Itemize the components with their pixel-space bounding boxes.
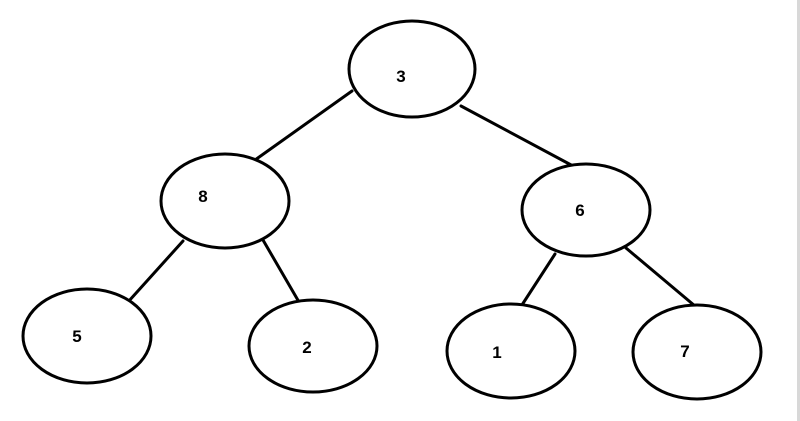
node-label: 3: [396, 67, 405, 86]
tree-node-1: 1: [445, 302, 577, 400]
tree-node-8: 8: [159, 152, 291, 250]
tree-node-7: 7: [631, 303, 763, 401]
edge-6-to-1: [518, 252, 557, 310]
edge-8-to-2: [261, 238, 301, 304]
node-label: 8: [198, 187, 207, 206]
tree-node-2: 2: [247, 298, 379, 394]
node-ellipse: [347, 19, 477, 119]
node-label: 7: [680, 342, 689, 361]
node-ellipse: [21, 287, 153, 385]
edge-3-to-8: [253, 89, 354, 162]
tree-node-3: 3: [347, 19, 477, 119]
edge-6-to-7: [624, 246, 697, 308]
node-ellipse: [520, 162, 652, 258]
window-edge: [797, 0, 800, 421]
node-ellipse: [247, 298, 379, 394]
node-ellipse: [631, 303, 763, 401]
node-label: 5: [72, 327, 81, 346]
tree-node-5: 5: [21, 287, 153, 385]
edge-8-to-5: [126, 239, 185, 304]
edge-3-to-6: [459, 104, 590, 176]
node-ellipse: [445, 302, 577, 400]
tree-node-6: 6: [520, 162, 652, 258]
node-label: 2: [302, 338, 311, 357]
node-ellipse: [159, 152, 291, 250]
node-label: 1: [492, 343, 501, 362]
node-label: 6: [575, 201, 584, 220]
